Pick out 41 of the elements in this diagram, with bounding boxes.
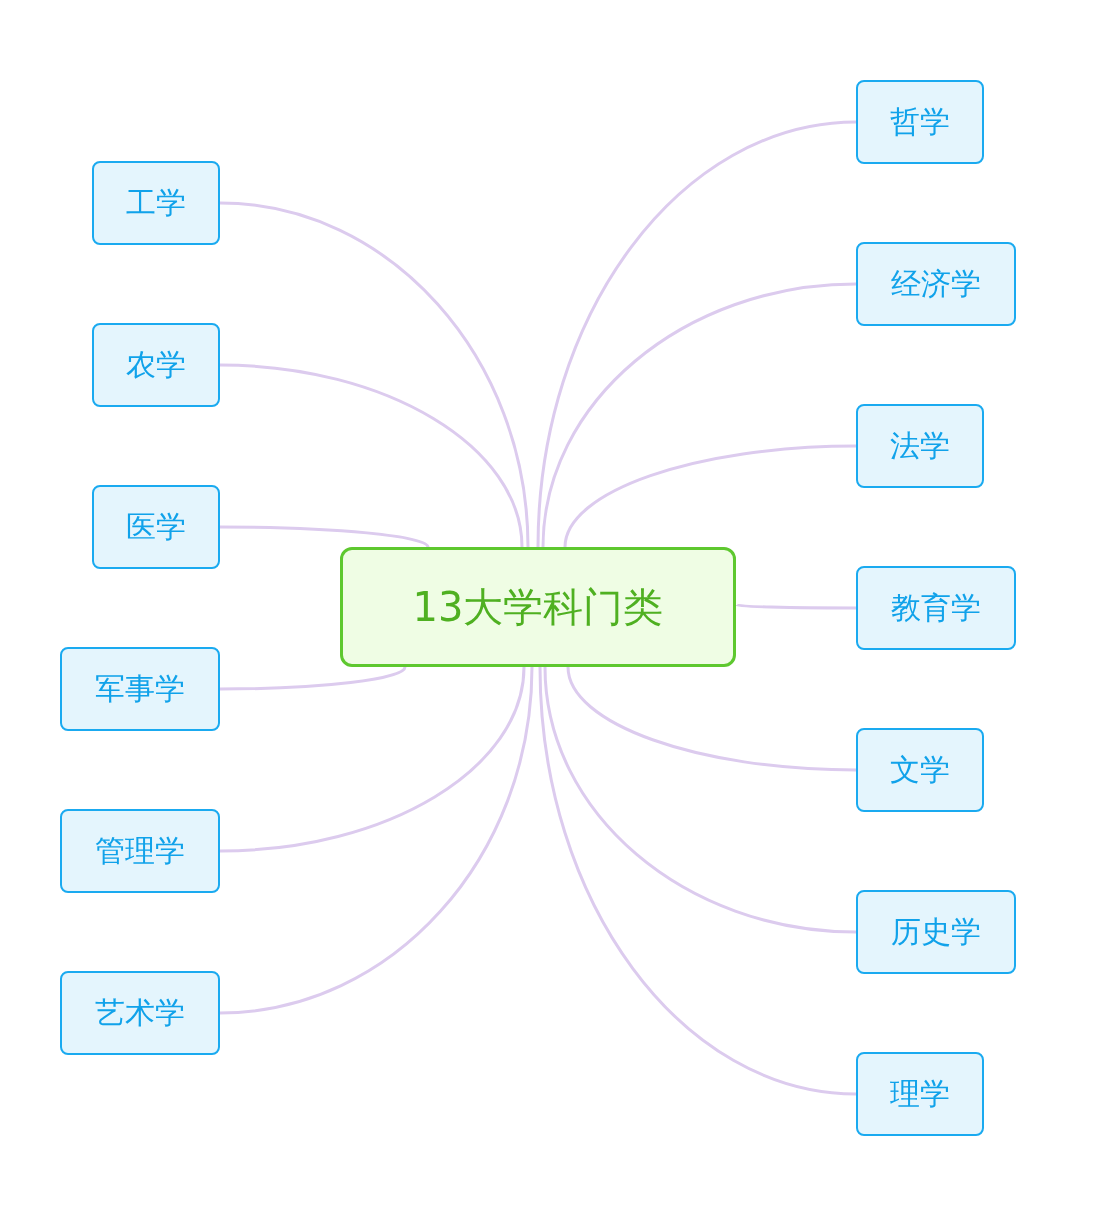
connector-line [220,666,407,691]
subtopic-box [856,890,1016,974]
connector-line [541,282,857,548]
connector-line [543,666,857,934]
subtopic-box [856,404,984,488]
topic-label: 理学 [890,1074,950,1113]
topic-label: 艺术学 [95,993,185,1032]
connector-line [219,666,526,853]
connector-line [566,666,857,772]
topic-label: 管理学 [95,831,185,870]
connector-line [219,363,524,548]
topic-label: 法学 [890,426,950,465]
subtopic-box [856,242,1016,326]
connector-line [220,525,430,548]
subtopic-box [856,80,984,164]
topic-label: 医学 [126,507,186,546]
topic-label: 工学 [126,183,186,222]
topic-label: 经济学 [891,264,981,303]
topic-label: 军事学 [95,669,185,708]
connector-line [219,666,534,1015]
topic-label: 农学 [126,345,186,384]
topic-label: 文学 [890,750,950,789]
topic-label: 教育学 [891,588,981,627]
subtopic-box [856,728,984,812]
topic-label: 历史学 [891,912,981,951]
subtopic-box [92,161,220,245]
connector-line [536,120,857,548]
subtopic-box [856,566,1016,650]
subtopic-box [856,1052,984,1136]
connector-line [538,666,857,1096]
central-topic-box [340,547,736,667]
subtopic-box [92,323,220,407]
subtopic-box [60,647,220,731]
topic-label: 哲学 [890,102,950,141]
subtopic-box [60,809,220,893]
connector-line [735,603,856,610]
subtopic-box [92,485,220,569]
subtopic-box [60,971,220,1055]
topic-label: 13大学科门类 [412,582,664,632]
connector-line [563,444,857,548]
connector-line [219,201,530,548]
